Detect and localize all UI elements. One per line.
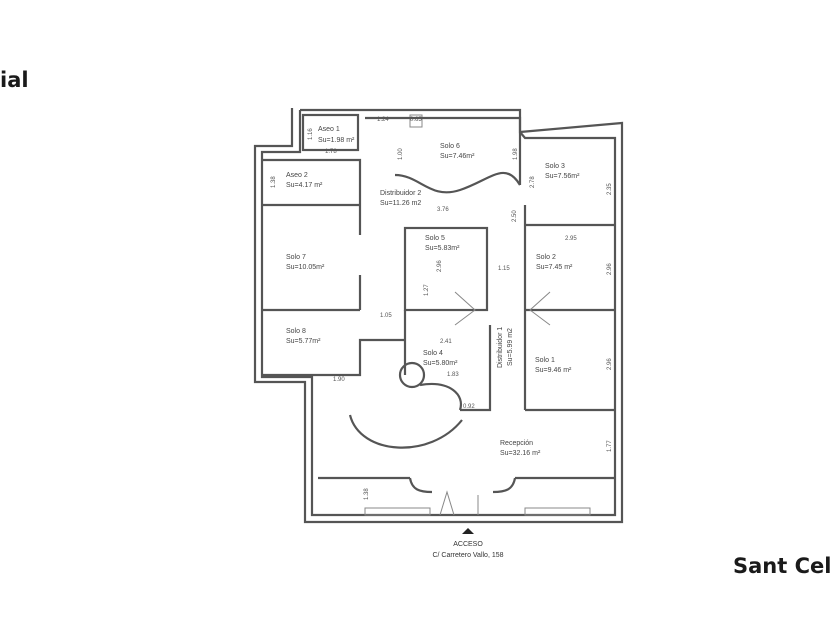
access-address: C/ Carretero Vallo, 158 — [432, 552, 503, 559]
dimension: 1.05 — [380, 313, 392, 319]
dimension: 1.00 — [398, 148, 404, 160]
outer-wall — [253, 108, 624, 524]
room-name: Solo 4 — [423, 350, 443, 357]
room-name: Solo 1 — [535, 357, 555, 364]
room-name: Aseo 2 — [286, 172, 308, 179]
dimension: 1.38 — [271, 176, 277, 188]
dimension: 1.16 — [308, 128, 314, 140]
dimension: 2.41 — [440, 339, 452, 345]
dimension: 2.78 — [530, 176, 536, 188]
access-label: ACCESO — [453, 541, 483, 548]
right-cropped-brand: Sant Cel — [733, 554, 832, 578]
room-name: Solo 2 — [536, 254, 556, 261]
room-name: Recepción — [500, 440, 533, 447]
room-name: Solo 6 — [440, 143, 460, 150]
room-area: Su=32.16 m² — [500, 450, 541, 457]
room-aseo-1-outline — [301, 113, 360, 152]
room-area: Su=5.77m² — [286, 338, 321, 345]
dimension: 1.77 — [607, 440, 613, 452]
dimension: 2.35 — [607, 183, 613, 195]
room-area: Su=5.99 m2 — [507, 328, 514, 366]
room-name: Solo 5 — [425, 235, 445, 242]
dimension: 1.38 — [364, 488, 370, 500]
dimension: 1.24 — [377, 117, 389, 123]
dimension: 1.27 — [424, 284, 430, 296]
room-area: Su=4.17 m² — [286, 182, 323, 189]
room-name: Distribuidor 1 — [497, 327, 504, 368]
dimension: 1.83 — [447, 372, 459, 378]
room-area: Su=1.98 m² — [318, 137, 355, 144]
room-name: Solo 7 — [286, 254, 306, 261]
dimension: 0.65 — [410, 117, 422, 123]
room-name: Solo 3 — [545, 163, 565, 170]
room-name: Solo 8 — [286, 328, 306, 335]
dimension: 2.95 — [565, 236, 577, 242]
room-area: Su=7.56m² — [545, 173, 580, 180]
room-area: Su=10.05m² — [286, 264, 325, 271]
dimension: 0.92 — [463, 404, 475, 410]
dimension: 2.96 — [437, 260, 443, 272]
access-arrow-icon — [462, 528, 474, 534]
left-cropped-title: ial — [0, 68, 29, 92]
curved-partition — [394, 171, 521, 194]
dimension: 2.50 — [512, 210, 518, 222]
room-area: Su=7.46m² — [440, 153, 475, 160]
dimension: 2.96 — [607, 263, 613, 275]
dimension: 1.98 — [513, 148, 519, 160]
dimension: 3.76 — [437, 207, 449, 213]
dimension: 1.90 — [333, 377, 345, 383]
room-area: Su=9.46 m² — [535, 367, 572, 374]
dimension: 1.15 — [498, 266, 510, 272]
room-name: Distribuidor 2 — [380, 190, 421, 197]
room-solo-5-outline — [403, 226, 489, 312]
room-area: Su=7.45 m² — [536, 264, 573, 271]
dimension: 1.78 — [325, 149, 337, 155]
room-area: Su=5.83m² — [425, 245, 460, 252]
dimension: 2.96 — [607, 358, 613, 370]
room-area: Su=11.26 m2 — [380, 200, 421, 207]
room-area: Su=5.80m² — [423, 360, 458, 367]
room-name: Aseo 1 — [318, 126, 340, 133]
